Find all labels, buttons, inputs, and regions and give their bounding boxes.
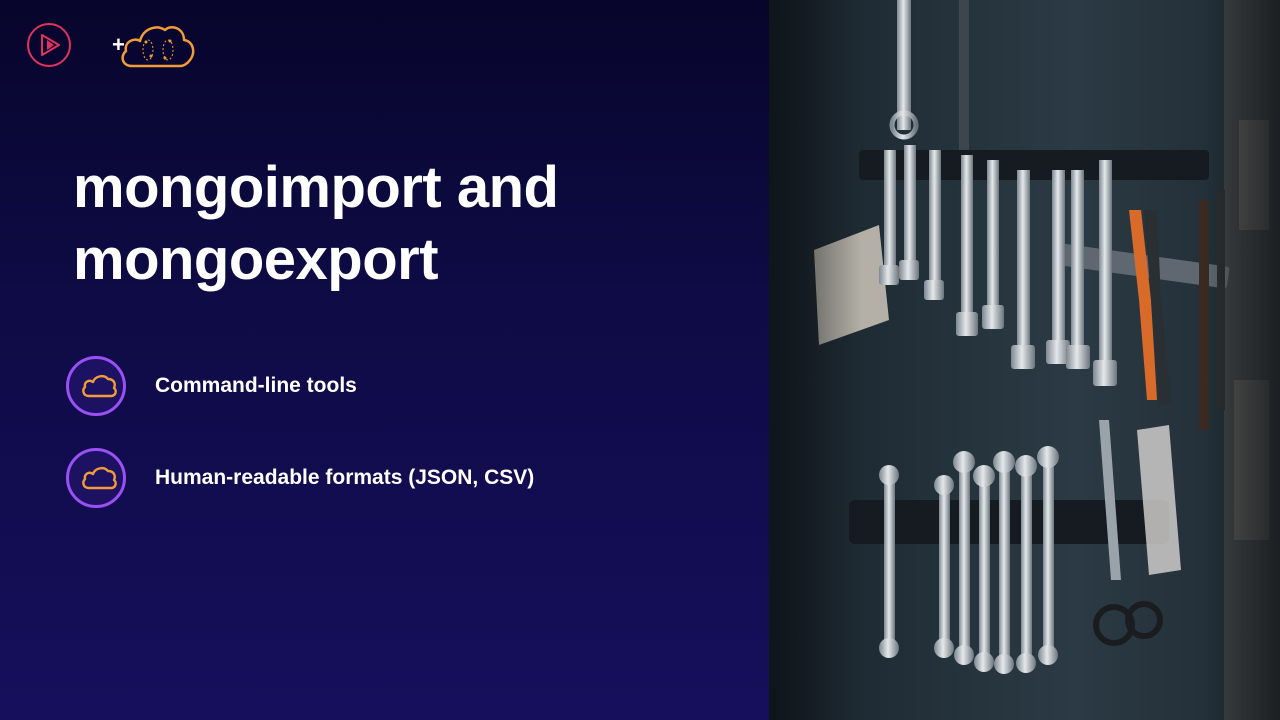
slide-title-line-1: mongoimport and: [73, 155, 559, 220]
bullet-item: Human-readable formats (JSON, CSV): [66, 448, 746, 510]
bullet-badge: [66, 448, 126, 508]
tools-hanging-on-wall-photo: [769, 0, 1280, 720]
bullet-text: Human-readable formats (JSON, CSV): [155, 466, 535, 489]
bullet-text: Command-line tools: [155, 374, 357, 397]
slide-content-panel: + mongoimport and mongoexport Command-li…: [0, 0, 769, 720]
cloud-icon: [121, 26, 195, 68]
slide-title: mongoimport and mongoexport: [73, 152, 713, 296]
bullet-item: Command-line tools: [66, 356, 746, 418]
bullet-badge: [66, 356, 126, 416]
slide-title-line-2: mongoexport: [73, 227, 439, 292]
cloud-icon: [82, 374, 117, 398]
plus-sign: +: [112, 32, 125, 57]
cloud-icon: [82, 466, 117, 490]
logo-bar: +: [26, 20, 206, 70]
tools-illustration: [769, 0, 1280, 720]
play-icon: [27, 23, 71, 67]
